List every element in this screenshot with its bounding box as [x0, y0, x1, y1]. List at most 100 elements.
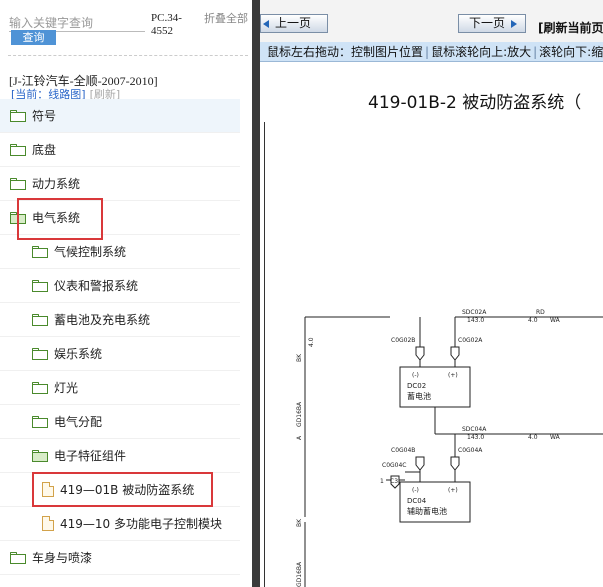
tree-item-label: 娱乐系统	[54, 347, 103, 361]
wiring-schematic: SDC02A 143.0 RD 4.0 WA C0G02B C0G02A (-)…	[296, 309, 603, 587]
tree-item[interactable]: 419—10 多功能电子控制模块	[0, 507, 240, 541]
wire-size: 4.0	[528, 317, 538, 324]
wire-color: BK	[296, 518, 303, 527]
arrow-right-icon	[511, 19, 518, 28]
terminal-neg: (-)	[412, 487, 419, 494]
tree-item-label: 仪表和警报系统	[54, 279, 139, 293]
diagram-title: 419-01B-2 被动防盗系统（	[368, 93, 582, 113]
terminal-pos: (+)	[448, 372, 458, 379]
tree-item-label: 底盘	[32, 143, 57, 157]
tree-item-label: 车身与喷漆	[32, 551, 93, 565]
wire-size: 4.0	[528, 434, 538, 441]
connector-label: C0G04A	[458, 447, 483, 454]
component-name: 辅助蓄电池	[407, 506, 447, 516]
tree-item-label: 灯光	[54, 381, 79, 395]
folder-open-icon	[32, 449, 48, 462]
wire-color: BK	[296, 353, 303, 362]
component-code: DC02	[407, 382, 426, 390]
wire-size: 4.0	[308, 337, 315, 347]
terminal-neg: (-)	[412, 372, 419, 379]
terminal-number: 1	[380, 478, 384, 485]
folder-icon	[32, 381, 48, 394]
wire-number: 143.0	[467, 434, 484, 441]
wire-label: SDC04A	[462, 426, 487, 433]
folder-icon	[10, 109, 26, 122]
current-view-row: [当前：线路图][刷新]	[11, 86, 120, 102]
collapse-all-link[interactable]: 折叠全部	[204, 12, 248, 25]
tree-item[interactable]: 符号	[0, 99, 240, 133]
tree-item[interactable]: 灯光	[0, 371, 240, 405]
connector-label: C0G02A	[458, 337, 483, 344]
document-icon	[42, 516, 54, 531]
tree-item-label: 419—01B 被动防盗系统	[60, 483, 195, 497]
folder-icon	[32, 313, 48, 326]
viewer-toolbar: 上一页 下一页 [刷新当前页	[260, 0, 603, 42]
separator	[8, 55, 248, 56]
terminal-pos: (+)	[448, 487, 458, 494]
tree-item[interactable]: 419—01B 被动防盗系统	[0, 473, 240, 507]
category-tree: 符号底盘动力系统电气系统气候控制系统仪表和警报系统蓄电池及充电系统娱乐系统灯光电…	[0, 99, 240, 575]
diagram-viewer: 上一页 下一页 [刷新当前页 鼠标左右拖动：控制图片位置|鼠标滚轮向上:放大|滚…	[260, 0, 603, 587]
pc-code: PC.34-4552	[151, 12, 182, 37]
hint-bar: 鼠标左右拖动：控制图片位置|鼠标滚轮向上:放大|滚轮向下:缩	[260, 42, 603, 62]
connector-label: C0G04C	[382, 462, 406, 469]
ground-pin: A	[296, 435, 303, 440]
wire-type: WA	[550, 317, 561, 324]
folder-icon	[32, 347, 48, 360]
connector-id: C3	[390, 478, 398, 485]
search-button[interactable]: 查询	[11, 30, 56, 45]
hint-zoom-in: 鼠标滚轮向上:放大	[431, 45, 532, 59]
tree-item[interactable]: 电子特征组件	[0, 439, 240, 473]
tree-item[interactable]: 车身与喷漆	[0, 541, 240, 575]
tree-item-label: 蓄电池及充电系统	[54, 313, 151, 327]
connector-label: C0G04B	[391, 447, 415, 454]
tree-item[interactable]: 娱乐系统	[0, 337, 240, 371]
tree-item[interactable]: 电气分配	[0, 405, 240, 439]
document-icon	[42, 482, 54, 497]
tree-item[interactable]: 气候控制系统	[0, 235, 240, 269]
folder-icon	[10, 177, 26, 190]
folder-open-icon	[10, 211, 26, 224]
folder-icon	[32, 245, 48, 258]
search-input[interactable]	[9, 14, 145, 32]
wiring-diagram[interactable]: 419-01B-2 被动防盗系统（	[260, 62, 603, 587]
ground-label: GD16BA	[296, 561, 303, 587]
component-code: DC04	[407, 497, 427, 505]
next-page-button[interactable]: 下一页	[458, 14, 526, 33]
folder-icon	[10, 551, 26, 564]
tree-item[interactable]: 底盘	[0, 133, 240, 167]
tree-item[interactable]: 动力系统	[0, 167, 240, 201]
prev-page-button[interactable]: 上一页	[260, 14, 328, 33]
tree-item-label: 动力系统	[32, 177, 81, 191]
refresh-link[interactable]: [刷新]	[89, 88, 121, 101]
folder-icon	[32, 415, 48, 428]
tree-item[interactable]: 仪表和警报系统	[0, 269, 240, 303]
hint-zoom-out: 滚轮向下:缩	[539, 45, 603, 59]
tree-item-label: 电气系统	[32, 211, 81, 225]
tree-item-label: 气候控制系统	[54, 245, 127, 259]
refresh-page-link[interactable]: [刷新当前页	[538, 21, 603, 35]
tree-item-label: 419—10 多功能电子控制模块	[60, 517, 222, 531]
tree-item[interactable]: 电气系统	[0, 201, 240, 235]
wire-label: SDC02A	[462, 309, 487, 316]
vehicle-model: [J-江铃汽车-全顺-2007-2010]	[9, 74, 158, 88]
current-view-label: [当前：线路图]	[11, 88, 86, 101]
prev-page-label: 上一页	[275, 16, 312, 30]
next-page-label: 下一页	[469, 16, 506, 30]
search-bar: 查询 PC.34-4552 折叠全部	[0, 0, 252, 56]
wire-color: RD	[536, 309, 545, 316]
tree-item[interactable]: 蓄电池及充电系统	[0, 303, 240, 337]
wire-type: WA	[550, 434, 561, 441]
tree-item-label: 电气分配	[54, 415, 103, 429]
folder-icon	[32, 279, 48, 292]
tree-item-label: 符号	[32, 109, 57, 123]
connector-label: C0G02B	[391, 337, 415, 344]
hint-drag: 鼠标左右拖动：控制图片位置	[267, 45, 424, 59]
pane-divider[interactable]	[252, 0, 260, 587]
navigation-pane: 查询 PC.34-4552 折叠全部 [J-江铃汽车-全顺-2007-2010]…	[0, 0, 252, 587]
folder-icon	[10, 143, 26, 156]
tree-item-label: 电子特征组件	[54, 449, 127, 463]
ground-label: GD16BA	[296, 401, 303, 427]
arrow-left-icon	[263, 19, 269, 28]
component-name: 蓄电池	[407, 391, 431, 401]
